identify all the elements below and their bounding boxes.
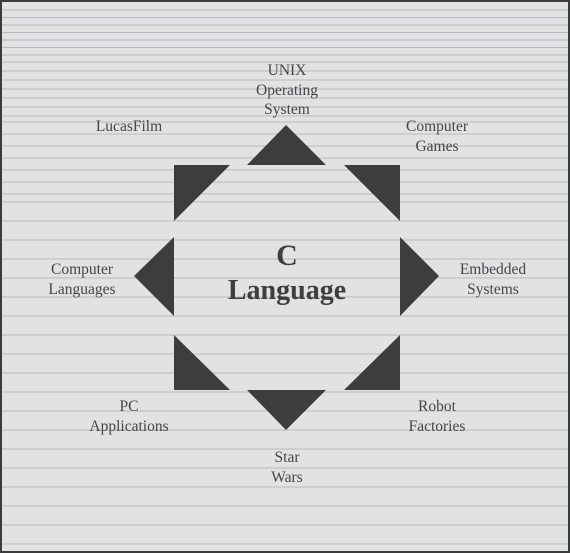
arrow-pc-applications: [174, 335, 230, 390]
center-title-line1: C: [276, 239, 298, 272]
center-title-line2: Language: [227, 275, 347, 306]
label-lucasfilm: LucasFilm: [95, 118, 163, 135]
arrow-computer-languages: [134, 237, 174, 316]
label-pc-applications: PC Applications: [89, 398, 169, 435]
arrow-star-wars: [247, 390, 326, 430]
arrow-lucasfilm: [174, 165, 230, 221]
arrow-unix: [247, 125, 326, 165]
label-star-wars: Star Wars: [271, 449, 303, 486]
label-embedded-systems: Embedded Systems: [459, 261, 527, 298]
label-computer-games: Computer Games: [406, 118, 468, 155]
label-robot-factories: Robot Factories: [408, 398, 466, 435]
arrow-robot-factories: [344, 335, 400, 390]
arrow-computer-games: [344, 165, 400, 221]
label-computer-languages: Computer Languages: [48, 261, 116, 298]
center-title: C Language: [187, 238, 387, 308]
label-unix: UNIX Operating System: [256, 62, 318, 118]
arrow-embedded-systems: [400, 237, 439, 316]
